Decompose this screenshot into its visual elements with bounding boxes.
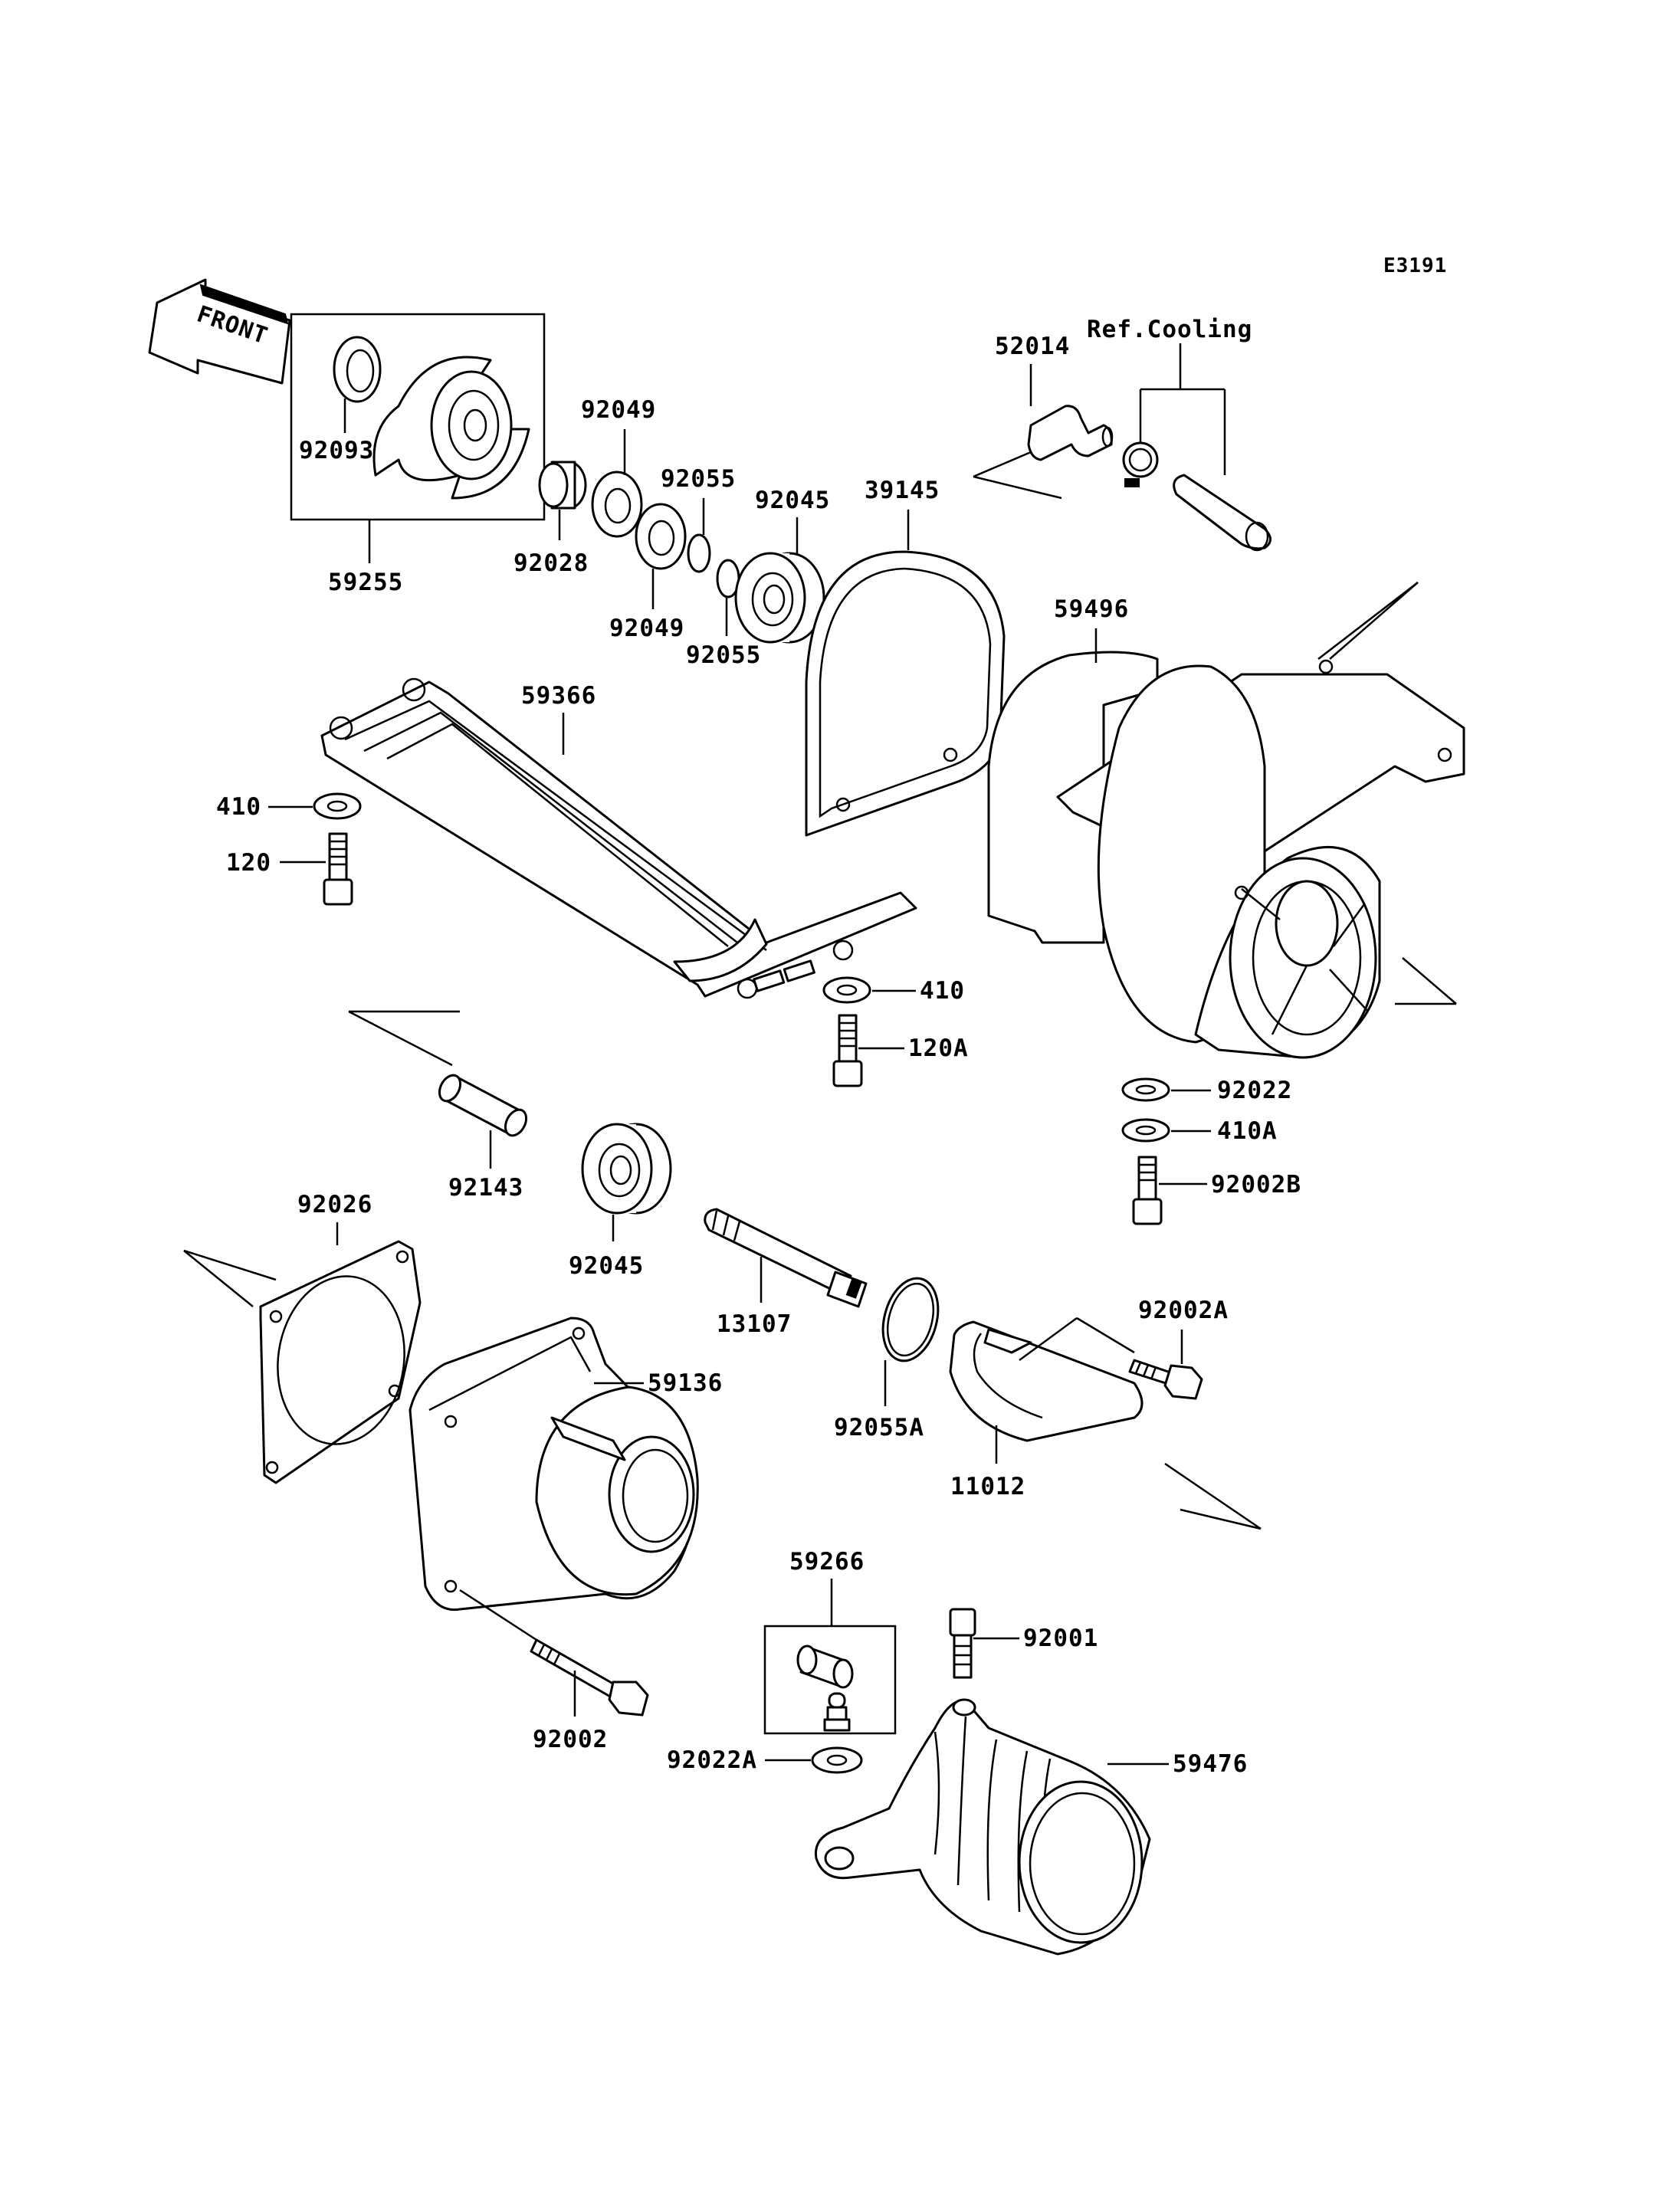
part-label-92028: 92028	[514, 549, 589, 577]
pump-case-59136: 59136	[409, 1317, 723, 1641]
washer-92022: 92022	[1121, 1077, 1292, 1104]
sleeve-92143: 92143	[348, 1010, 528, 1202]
sleeve-92028: 92028	[514, 461, 589, 577]
part-label-92001: 92001	[1023, 1625, 1098, 1652]
part-label-92049-a: 92049	[581, 396, 656, 424]
bolt-92002B: 92002B	[1132, 1156, 1301, 1225]
intake-grate-59366: 59366	[320, 677, 917, 999]
part-label-59366: 59366	[521, 682, 596, 710]
part-label-92022: 92022	[1217, 1077, 1292, 1104]
nozzle-59476: 59476	[814, 1698, 1248, 1956]
pump-housing-59496: 59496	[987, 582, 1465, 1059]
part-label-120-left: 120	[226, 849, 271, 877]
bolt-92002: 92002	[530, 1638, 649, 1753]
gasket-92026: 92026	[183, 1191, 422, 1484]
part-label-92055A: 92055A	[834, 1414, 924, 1441]
part-label-92002: 92002	[533, 1726, 608, 1753]
grease-fitting-59266: 59266	[763, 1548, 897, 1735]
washer-92022A: 92022A	[667, 1746, 863, 1774]
ref-cooling-label: Ref.Cooling	[1087, 316, 1252, 343]
impeller-assembly: 92093 59255	[290, 313, 546, 596]
washer-92049-a: 92049	[581, 396, 656, 538]
ref-cooling-hose: Ref.Cooling	[1087, 316, 1271, 552]
shaft-13107: 13107	[704, 1208, 868, 1338]
bearing-92045-b: 92045	[569, 1123, 672, 1280]
part-label-92055-b: 92055	[686, 641, 761, 669]
part-label-13107: 13107	[717, 1310, 792, 1338]
part-label-59476: 59476	[1173, 1750, 1248, 1778]
part-label-11012: 11012	[950, 1473, 1025, 1500]
bolt-92001: 92001	[949, 1608, 1098, 1679]
part-label-59266: 59266	[789, 1548, 865, 1576]
bolt-120A: 120A	[832, 1014, 969, 1087]
front-arrow-icon: FRONT	[148, 278, 291, 385]
oring-92055-b: 92055	[686, 559, 761, 669]
part-label-52014: 52014	[995, 333, 1070, 360]
part-label-59136: 59136	[648, 1369, 723, 1397]
part-label-410-right: 410	[920, 977, 965, 1005]
cover-39145: 39145	[805, 477, 1006, 837]
washer-410A: 410A	[1121, 1117, 1278, 1145]
part-label-410-left: 410	[216, 793, 261, 821]
fitting-52014: 52014	[973, 333, 1114, 500]
diagram-code: E3191	[1383, 254, 1447, 277]
part-label-92045-a: 92045	[755, 487, 830, 514]
part-label-59255: 59255	[328, 569, 403, 596]
oring-92055-a: 92055	[661, 465, 736, 573]
bearing-92045-a: 92045	[734, 487, 830, 644]
part-label-92002B: 92002B	[1211, 1171, 1301, 1199]
part-label-120A: 120A	[908, 1035, 969, 1062]
cone-11012: 11012	[949, 1317, 1262, 1530]
part-label-92055-a: 92055	[661, 465, 736, 493]
oring-92055A: 92055A	[834, 1277, 940, 1441]
bolt-120-left: 120	[226, 832, 353, 906]
part-label-59496: 59496	[1054, 595, 1129, 623]
part-label-92049-b: 92049	[609, 615, 684, 642]
part-label-92143: 92143	[448, 1174, 523, 1202]
washer-410-right: 410	[822, 976, 965, 1005]
part-label-39145: 39145	[865, 477, 940, 504]
part-label-92026: 92026	[297, 1191, 372, 1218]
part-label-92002A: 92002A	[1138, 1297, 1229, 1324]
bolt-92002A: 92002A	[1128, 1297, 1229, 1400]
part-label-410A: 410A	[1217, 1117, 1278, 1145]
part-label-92022A: 92022A	[667, 1746, 757, 1774]
washer-410-left: 410	[216, 792, 362, 821]
part-label-92045-b: 92045	[569, 1252, 644, 1280]
part-label-92093: 92093	[299, 437, 374, 464]
washer-92049-b: 92049	[609, 503, 687, 642]
